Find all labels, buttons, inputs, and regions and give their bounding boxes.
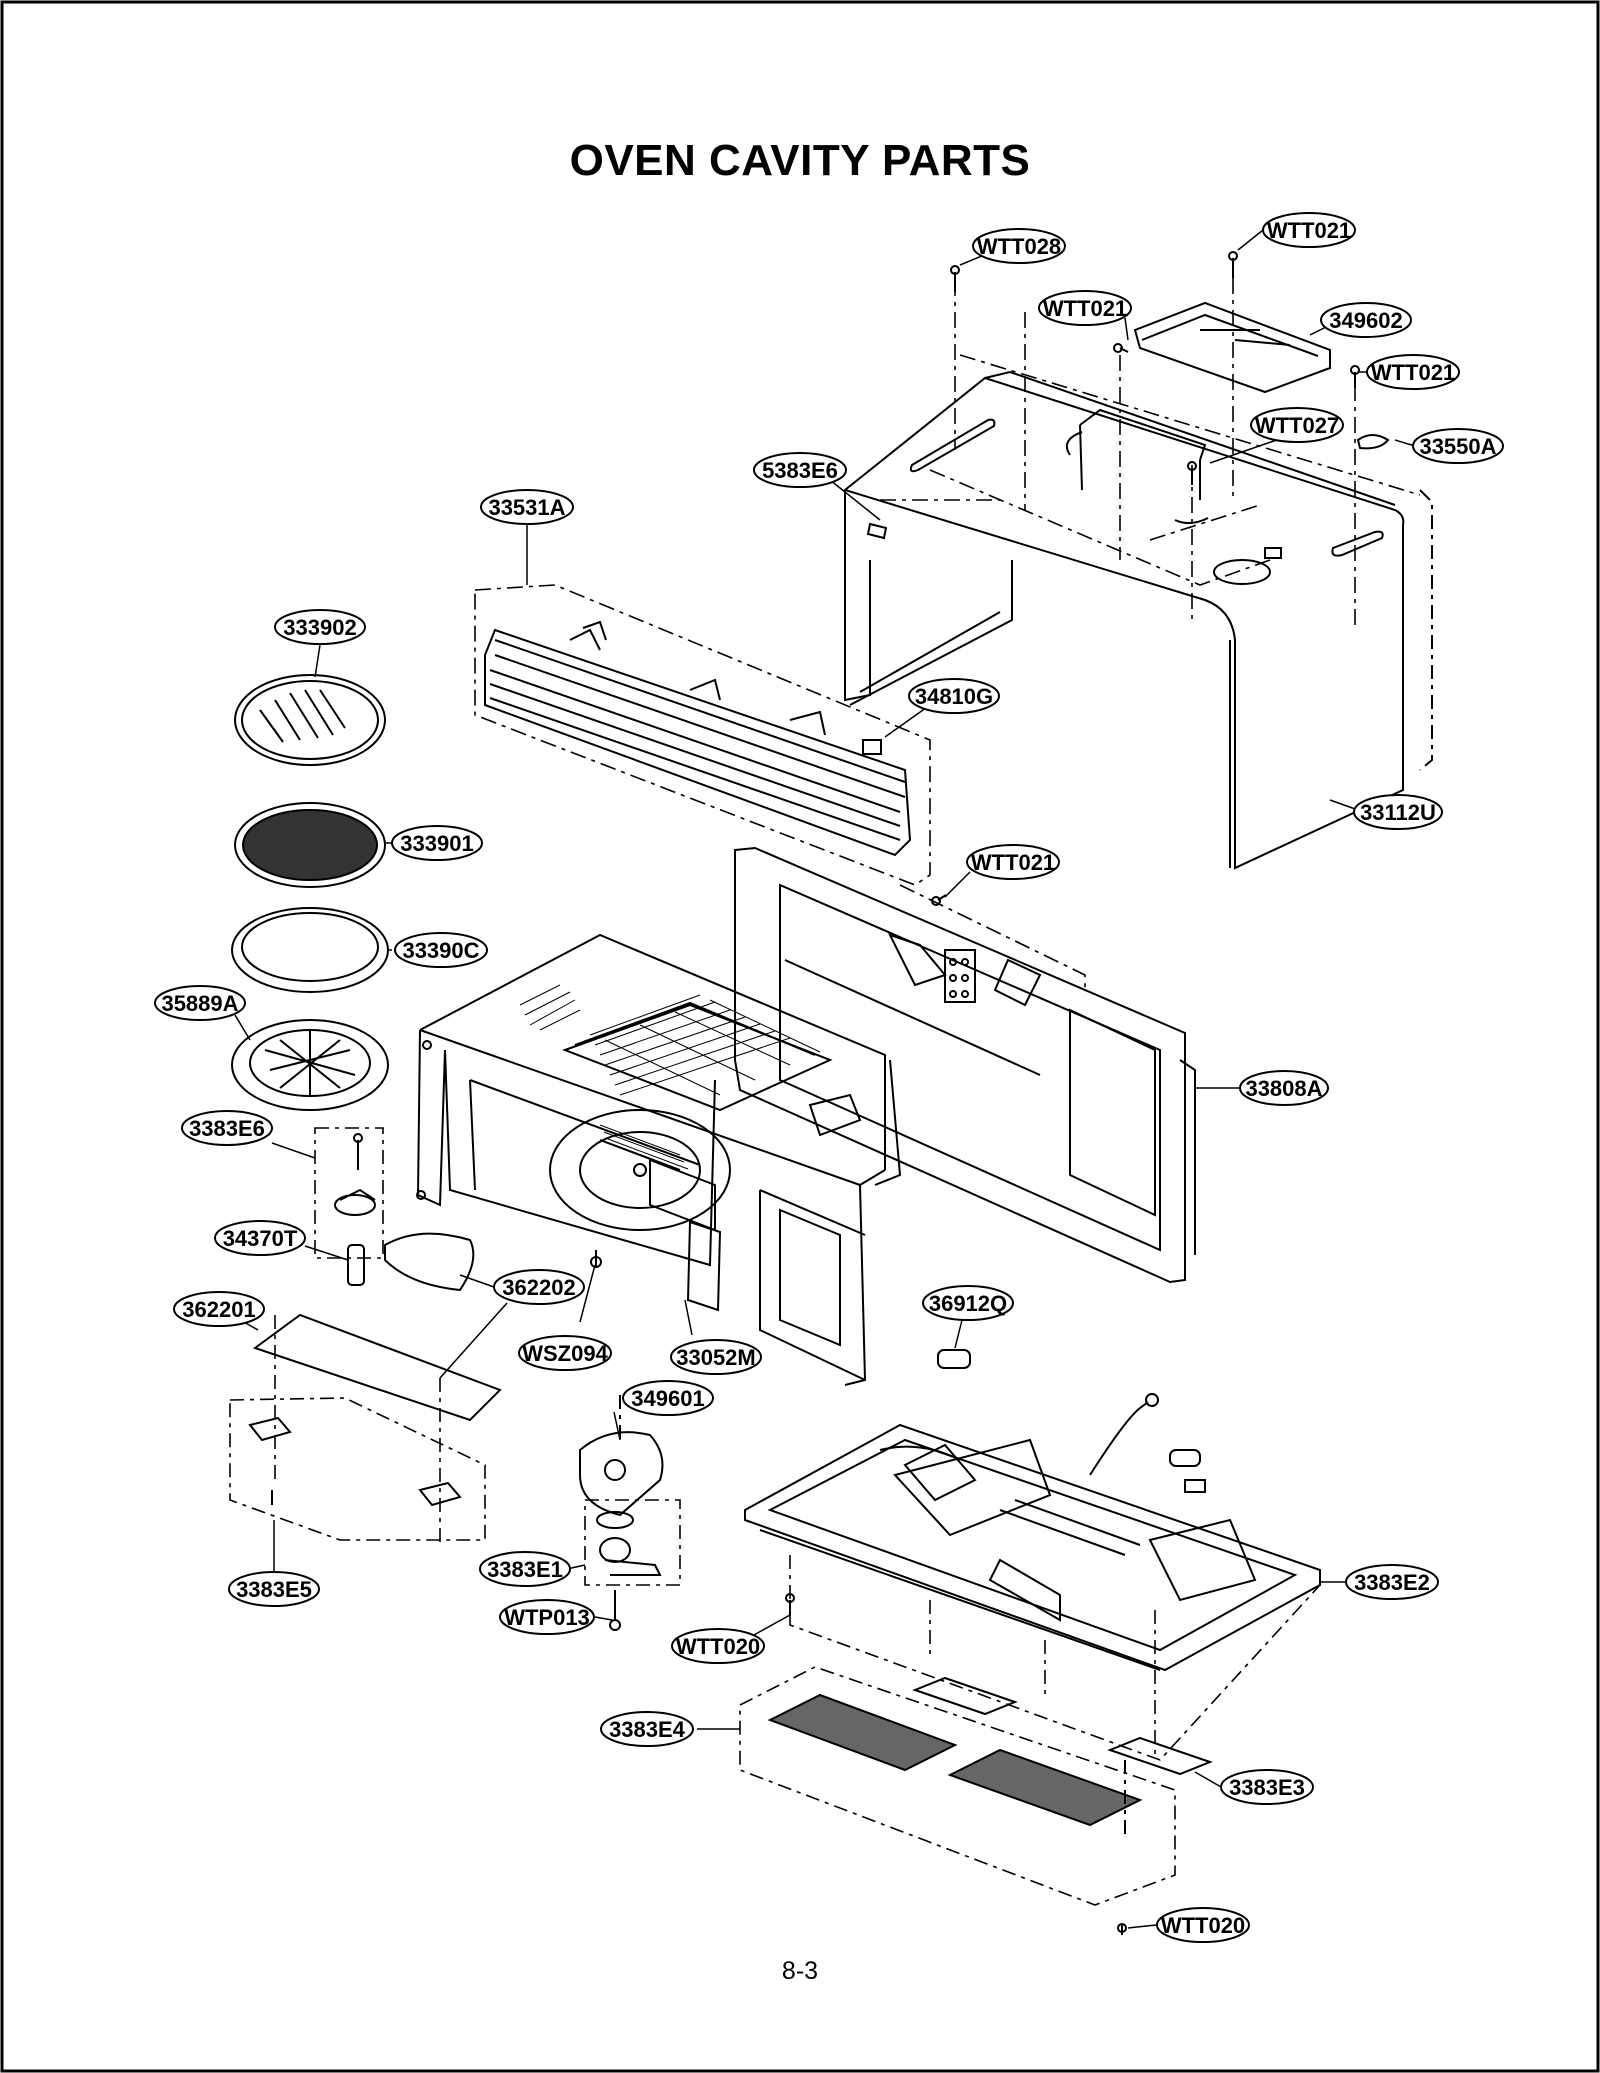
callout-5383e6: 5383E6 — [753, 452, 847, 488]
inner-cavity-drawing — [416, 933, 902, 1386]
control-frame-drawing — [474, 584, 931, 886]
label-362201: 362201 — [182, 1297, 255, 1322]
callout-wtt021-cover: WTT021 — [1038, 290, 1132, 326]
callout-36912q: 36912Q — [922, 1285, 1014, 1321]
callout-33550a: 33550A — [1412, 428, 1504, 464]
screws-drawing — [590, 251, 1390, 1616]
label-35889a: 35889A — [161, 991, 238, 1016]
label-362202: 362202 — [502, 1275, 575, 1300]
callout-wtt021-right: WTT021 — [1366, 354, 1460, 390]
label-3383e4: 3383E4 — [609, 1717, 686, 1742]
label-34810g: 34810G — [915, 684, 993, 709]
label-wtt020-bottom: WTT020 — [1161, 1913, 1245, 1938]
label-wtp013: WTP013 — [504, 1605, 590, 1630]
label-wsz094: WSZ094 — [522, 1341, 608, 1366]
callout-33808a: 33808A — [1239, 1070, 1329, 1106]
callout-33531a: 33531A — [480, 489, 574, 525]
page-title: OVEN CAVITY PARTS — [569, 136, 1031, 185]
case-hidden-lines — [880, 278, 1421, 625]
callout-34370t: 34370T — [214, 1220, 306, 1256]
label-33531a: 33531A — [488, 495, 565, 520]
label-36912q: 36912Q — [929, 1291, 1007, 1316]
callout-333902: 333902 — [274, 609, 366, 645]
outer-case-drawing — [842, 370, 1433, 870]
callout-362202: 362202 — [493, 1269, 585, 1305]
label-33052m: 33052M — [676, 1345, 756, 1370]
callout-wsz094: WSZ094 — [518, 1335, 612, 1371]
label-33112u: 33112U — [1360, 800, 1436, 825]
callout-wtt020-bottom: WTT020 — [1156, 1907, 1250, 1943]
callout-wtp013: WTP013 — [499, 1599, 595, 1635]
callout-3383e2: 3383E2 — [1345, 1564, 1439, 1600]
callout-3383e3: 3383E3 — [1220, 1769, 1314, 1805]
label-3383e2: 3383E2 — [1354, 1570, 1430, 1595]
callout-35889a: 35889A — [154, 985, 246, 1021]
label-wtt027: WTT027 — [1255, 413, 1339, 438]
label-33550a: 33550A — [1419, 434, 1496, 459]
label-wtt021-right: WTT021 — [1371, 360, 1455, 385]
callout-333901: 333901 — [391, 825, 483, 861]
callout-3383e5: 3383E5 — [228, 1571, 320, 1607]
callout-wtt021-top: WTT021 — [1262, 212, 1356, 248]
callout-wtt027: WTT027 — [1250, 407, 1344, 443]
label-333902: 333902 — [283, 615, 356, 640]
callout-349601: 349601 — [622, 1380, 714, 1416]
callout-33112u: 33112U — [1353, 794, 1443, 830]
callout-wtt021-mid: WTT021 — [966, 844, 1060, 880]
label-wtt021-cover: WTT021 — [1043, 296, 1127, 321]
callout-3383e4: 3383E4 — [600, 1711, 694, 1747]
label-349601: 349601 — [631, 1386, 704, 1411]
top-cover-drawing — [1133, 301, 1331, 394]
page-number: 8-3 — [781, 1957, 819, 1985]
label-5383e6: 5383E6 — [762, 458, 838, 483]
label-333901: 333901 — [400, 831, 473, 856]
label-34370t: 34370T — [223, 1226, 298, 1251]
callout-34810g: 34810G — [908, 678, 1000, 714]
back-plate-drawing — [734, 846, 1196, 1284]
callout-3383e6-left: 3383E6 — [181, 1110, 273, 1146]
callout-wtt028-top: WTT028 — [972, 228, 1066, 264]
label-3383e1: 3383E1 — [487, 1557, 563, 1582]
callout-362201: 362201 — [173, 1291, 265, 1327]
label-wtt020-mid: WTT020 — [676, 1634, 760, 1659]
callouts: WTT028 WTT021 WTT021 349602 WTT021 WTT02… — [154, 212, 1504, 1943]
label-3383e5: 3383E5 — [236, 1577, 312, 1602]
label-wtt021-mid: WTT021 — [971, 850, 1055, 875]
label-349602: 349602 — [1329, 308, 1402, 333]
bottom-plate-drawing — [744, 1349, 1321, 1761]
label-wtt021-top: WTT021 — [1267, 218, 1351, 243]
label-33808a: 33808A — [1245, 1076, 1322, 1101]
callout-wtt020-mid: WTT020 — [671, 1628, 765, 1664]
label-wtt028-top: WTT028 — [977, 234, 1061, 259]
turntable-parts-drawing — [229, 674, 681, 1631]
label-3383e6-left: 3383E6 — [189, 1116, 265, 1141]
callout-3383e1: 3383E1 — [479, 1551, 571, 1587]
callout-33052m: 33052M — [670, 1339, 762, 1375]
filters-drawing — [739, 1666, 1213, 1935]
cavity-mesh — [519, 984, 821, 1170]
callout-33390c: 33390C — [394, 932, 488, 968]
label-33390c: 33390C — [402, 938, 479, 963]
label-3383e3: 3383E3 — [1229, 1775, 1305, 1800]
callout-349602: 349602 — [1320, 302, 1412, 338]
